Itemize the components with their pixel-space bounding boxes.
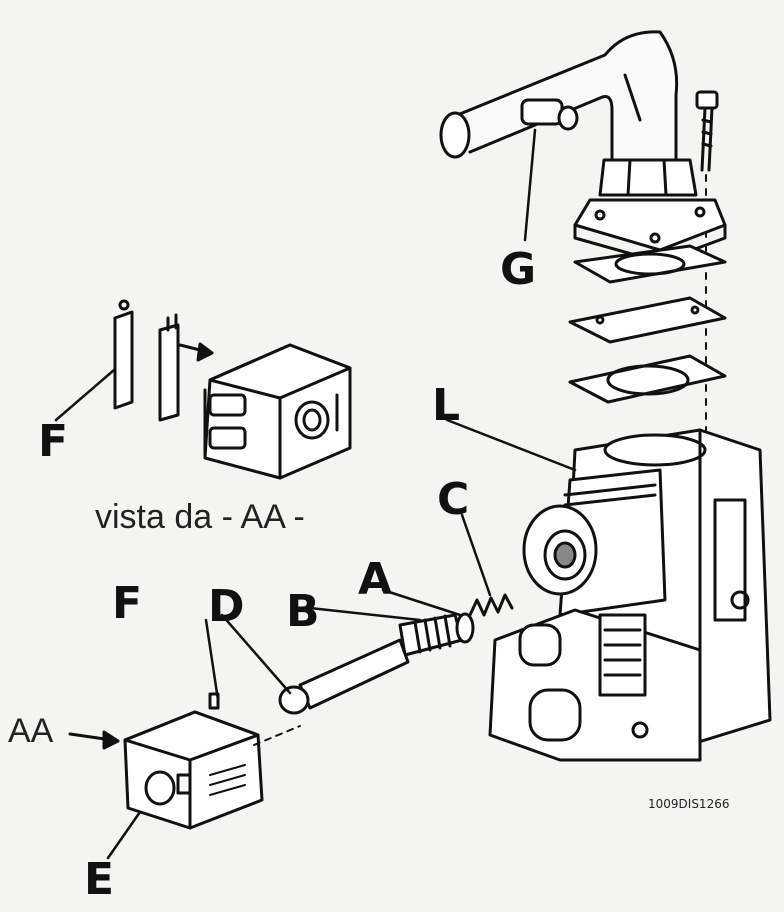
spade-terminals: [113, 299, 180, 422]
label-d: D: [208, 581, 245, 632]
coil-view-aa: [203, 343, 352, 480]
label-e: E: [84, 854, 115, 905]
solenoid-coil: [123, 692, 301, 830]
gas-pipe: [439, 30, 679, 162]
label-l: L: [432, 380, 461, 431]
pipe-nut: [598, 158, 698, 197]
leader-lines: [54, 128, 577, 860]
plunger-assembly: [398, 612, 475, 657]
coil-housing: [522, 468, 667, 617]
label-c: C: [437, 474, 470, 525]
pressure-nipple: [520, 98, 579, 131]
label-g: G: [500, 244, 537, 295]
plunger-tube: [298, 638, 410, 710]
gasket-2: [568, 296, 727, 344]
label-b: B: [286, 586, 320, 637]
spring: [468, 593, 514, 617]
label-a: A: [358, 554, 393, 605]
pipe-flange: [573, 198, 727, 264]
label-f-top: F: [38, 416, 69, 467]
gasket-1: [573, 244, 727, 284]
regulator-block: [488, 608, 702, 762]
gasket-3: [568, 354, 727, 404]
label-f-bottom: F: [112, 578, 143, 629]
view-arrows: [68, 342, 214, 750]
label-aa: AA: [8, 712, 54, 750]
plunger-tip: [278, 685, 310, 715]
view-caption: vista da - AA -: [95, 498, 305, 536]
figure-code: 1009DIS1266: [648, 797, 730, 811]
